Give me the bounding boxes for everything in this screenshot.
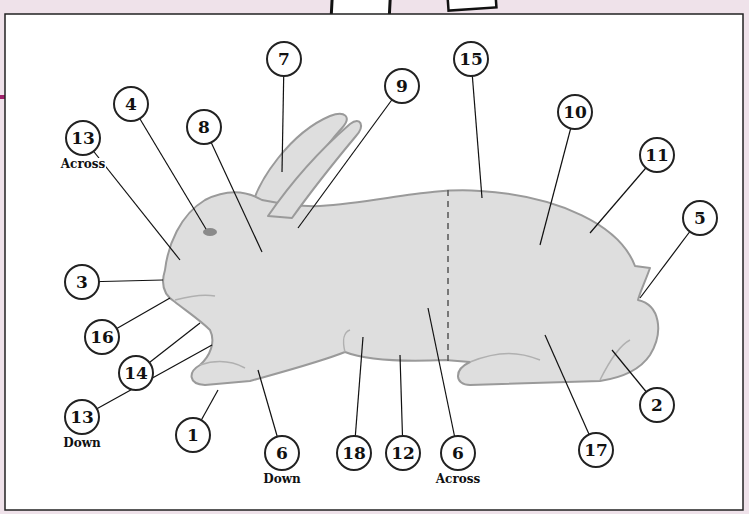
- callout-circle: 13: [65, 120, 101, 156]
- callout-number: 12: [391, 445, 415, 462]
- direction-label: Across: [60, 158, 106, 170]
- callout-number: 9: [396, 78, 408, 95]
- callout-number: 4: [125, 96, 137, 113]
- callout-number: 5: [694, 210, 706, 227]
- callout-circle: 9: [384, 68, 420, 104]
- divider-line: [447, 190, 449, 364]
- callout-circle: 12: [385, 435, 421, 471]
- callout-circle: 4: [113, 86, 149, 122]
- callout-node: 17: [578, 432, 614, 468]
- callout-number: 17: [584, 442, 608, 459]
- callout-node: 16: [84, 319, 120, 355]
- callout-circle: 10: [557, 94, 593, 130]
- callout-circle: 17: [578, 432, 614, 468]
- rabbit-detail: [175, 295, 630, 380]
- callout-number: 6: [452, 445, 464, 462]
- direction-label: Across: [435, 473, 481, 485]
- callout-node: 9: [384, 68, 420, 104]
- direction-label: Down: [262, 473, 301, 485]
- callout-circle: 18: [336, 435, 372, 471]
- callout-number: 6: [276, 445, 288, 462]
- callout-circle: 1: [175, 417, 211, 453]
- callout-number: 18: [342, 445, 366, 462]
- callout-node: 11: [639, 137, 675, 173]
- callout-number: 3: [76, 274, 88, 291]
- callout-circle: 11: [639, 137, 675, 173]
- callout-node: 13Down: [64, 399, 100, 435]
- callout-circle: 6: [440, 435, 476, 471]
- callout-circle: 7: [266, 41, 302, 77]
- callout-node: 7: [266, 41, 302, 77]
- callout-circle: 13: [64, 399, 100, 435]
- callout-node: 6Across: [440, 435, 476, 471]
- callout-circle: 14: [118, 355, 154, 391]
- callout-number: 14: [124, 365, 148, 382]
- callout-node: 6Down: [264, 435, 300, 471]
- callout-node: 5: [682, 200, 718, 236]
- direction-label: Down: [62, 437, 101, 449]
- callout-node: 12: [385, 435, 421, 471]
- callout-node: 4: [113, 86, 149, 122]
- callout-circle: 16: [84, 319, 120, 355]
- leader-lines: [82, 59, 700, 453]
- callout-node: 10: [557, 94, 593, 130]
- callout-node: 3: [64, 264, 100, 300]
- frame: [5, 14, 743, 510]
- callout-number: 1: [187, 427, 199, 444]
- callout-node: 18: [336, 435, 372, 471]
- callout-number: 2: [651, 397, 663, 414]
- crossword-square: [448, 0, 497, 11]
- callout-node: 13Across: [65, 120, 101, 156]
- callout-node: 14: [118, 355, 154, 391]
- rabbit-body: [163, 114, 658, 385]
- callout-number: 15: [459, 51, 483, 68]
- callout-number: 13: [70, 409, 94, 426]
- rabbit-eye: [203, 228, 217, 236]
- callout-number: 13: [71, 130, 95, 147]
- callout-node: 15: [453, 41, 489, 77]
- callout-circle: 2: [639, 387, 675, 423]
- callout-number: 16: [90, 329, 114, 346]
- callout-circle: 6: [264, 435, 300, 471]
- callout-circle: 8: [186, 109, 222, 145]
- callout-node: 2: [639, 387, 675, 423]
- callout-node: 1: [175, 417, 211, 453]
- callout-circle: 3: [64, 264, 100, 300]
- callout-node: 8: [186, 109, 222, 145]
- callout-circle: 5: [682, 200, 718, 236]
- callout-number: 8: [198, 119, 210, 136]
- callout-circle: 15: [453, 41, 489, 77]
- callout-number: 11: [645, 147, 669, 164]
- callout-number: 7: [278, 51, 290, 68]
- callout-number: 10: [563, 104, 587, 121]
